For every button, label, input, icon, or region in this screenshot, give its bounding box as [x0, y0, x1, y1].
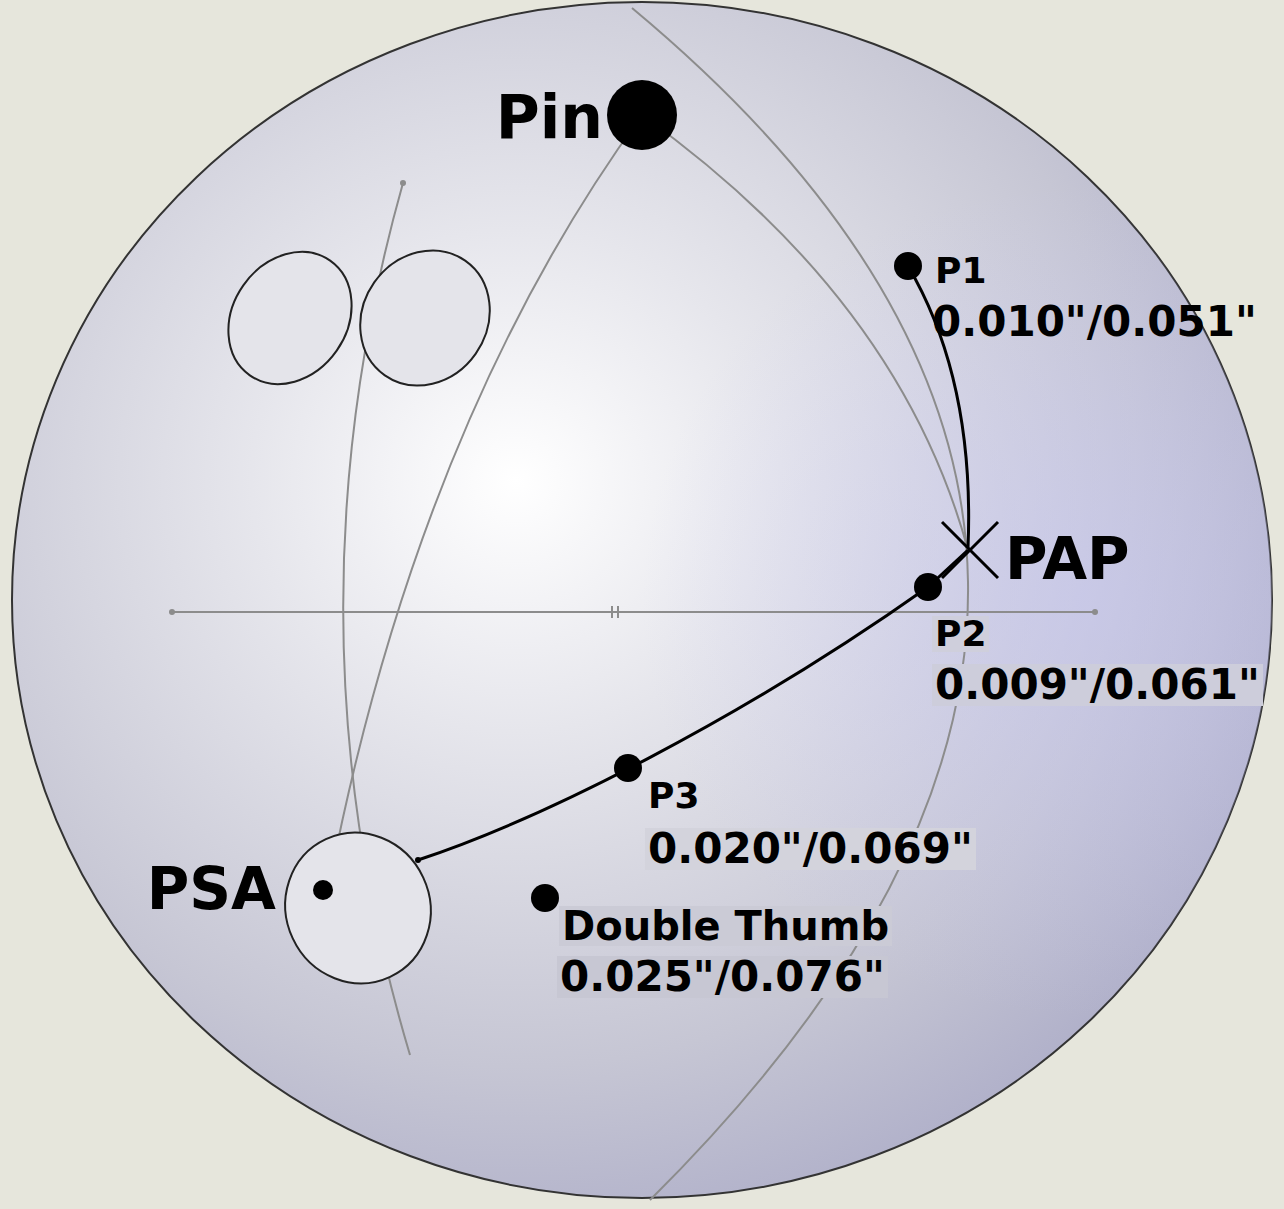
point-name: Double Thumb [559, 906, 892, 946]
axis-end [169, 609, 175, 615]
center-tick [617, 606, 619, 618]
point-name: P2 [932, 616, 989, 652]
point-dot [914, 573, 942, 601]
point-value: 0.025"/0.076" [557, 956, 888, 998]
psa-label: PSA [147, 860, 276, 918]
point-value: 0.020"/0.069" [645, 828, 976, 870]
layout-arc [330, 115, 642, 880]
center-tick [611, 606, 613, 618]
finger-hole [334, 225, 516, 411]
pap-cross [942, 522, 998, 578]
point-name: P1 [935, 253, 986, 289]
point-value: 0.009"/0.061" [932, 664, 1263, 706]
pap-label: PAP [1005, 530, 1130, 588]
pap-cross [942, 522, 998, 578]
ball-shade [12, 2, 1272, 1198]
thumb-hole [261, 809, 456, 1008]
psa-dot [313, 880, 333, 900]
axis-end [1092, 609, 1098, 615]
layout-arc [632, 8, 968, 1200]
point-value: 0.010"/0.051" [932, 301, 1257, 343]
pin-dot [607, 80, 677, 150]
horizontal-axis [172, 611, 1095, 613]
arc-end [400, 180, 406, 186]
finger-hole [203, 228, 377, 408]
pin-label: Pin [496, 87, 603, 147]
point-name: P3 [648, 778, 699, 814]
layout-arc [642, 115, 968, 550]
ball [12, 2, 1272, 1198]
leader-arc [418, 550, 968, 860]
point-dot [531, 884, 559, 912]
arc-end [415, 857, 421, 863]
point-dot [614, 754, 642, 782]
point-dot [894, 252, 922, 280]
